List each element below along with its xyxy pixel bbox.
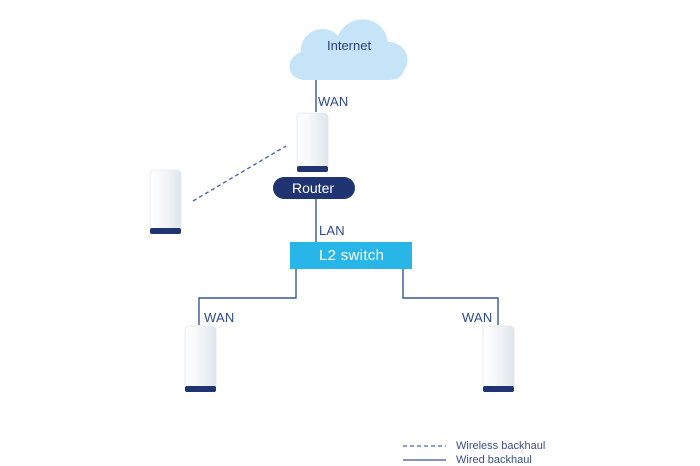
router-label: Router bbox=[292, 180, 335, 196]
switch-label: L2 switch bbox=[319, 247, 385, 264]
right-node-wan-label: WAN bbox=[462, 310, 493, 325]
router-lan-label: LAN bbox=[319, 223, 345, 238]
left-node-wan-label: WAN bbox=[204, 310, 235, 325]
cloud-icon bbox=[289, 19, 408, 81]
mesh-node-icon bbox=[184, 325, 217, 391]
router-wan-label: WAN bbox=[318, 94, 349, 109]
left-wired-device bbox=[184, 325, 217, 392]
router-device bbox=[296, 112, 329, 172]
router-pill bbox=[273, 177, 355, 199]
wired-links bbox=[198, 80, 499, 325]
wireless-satellite-device bbox=[149, 169, 182, 234]
mesh-node-icon bbox=[296, 112, 329, 172]
right-wired-device bbox=[482, 325, 515, 392]
legend-wireless-label: Wireless backhaul bbox=[456, 440, 546, 452]
mesh-node-icon bbox=[482, 325, 515, 391]
switch-right-node-link bbox=[402, 268, 499, 325]
mesh-node-icon bbox=[149, 169, 182, 233]
l2-switch bbox=[290, 242, 412, 269]
internet-label: Internet bbox=[327, 38, 372, 53]
wireless-link bbox=[192, 145, 287, 202]
switch-left-node-link bbox=[198, 268, 297, 325]
legend-wired-label: Wired backhaul bbox=[456, 454, 532, 466]
